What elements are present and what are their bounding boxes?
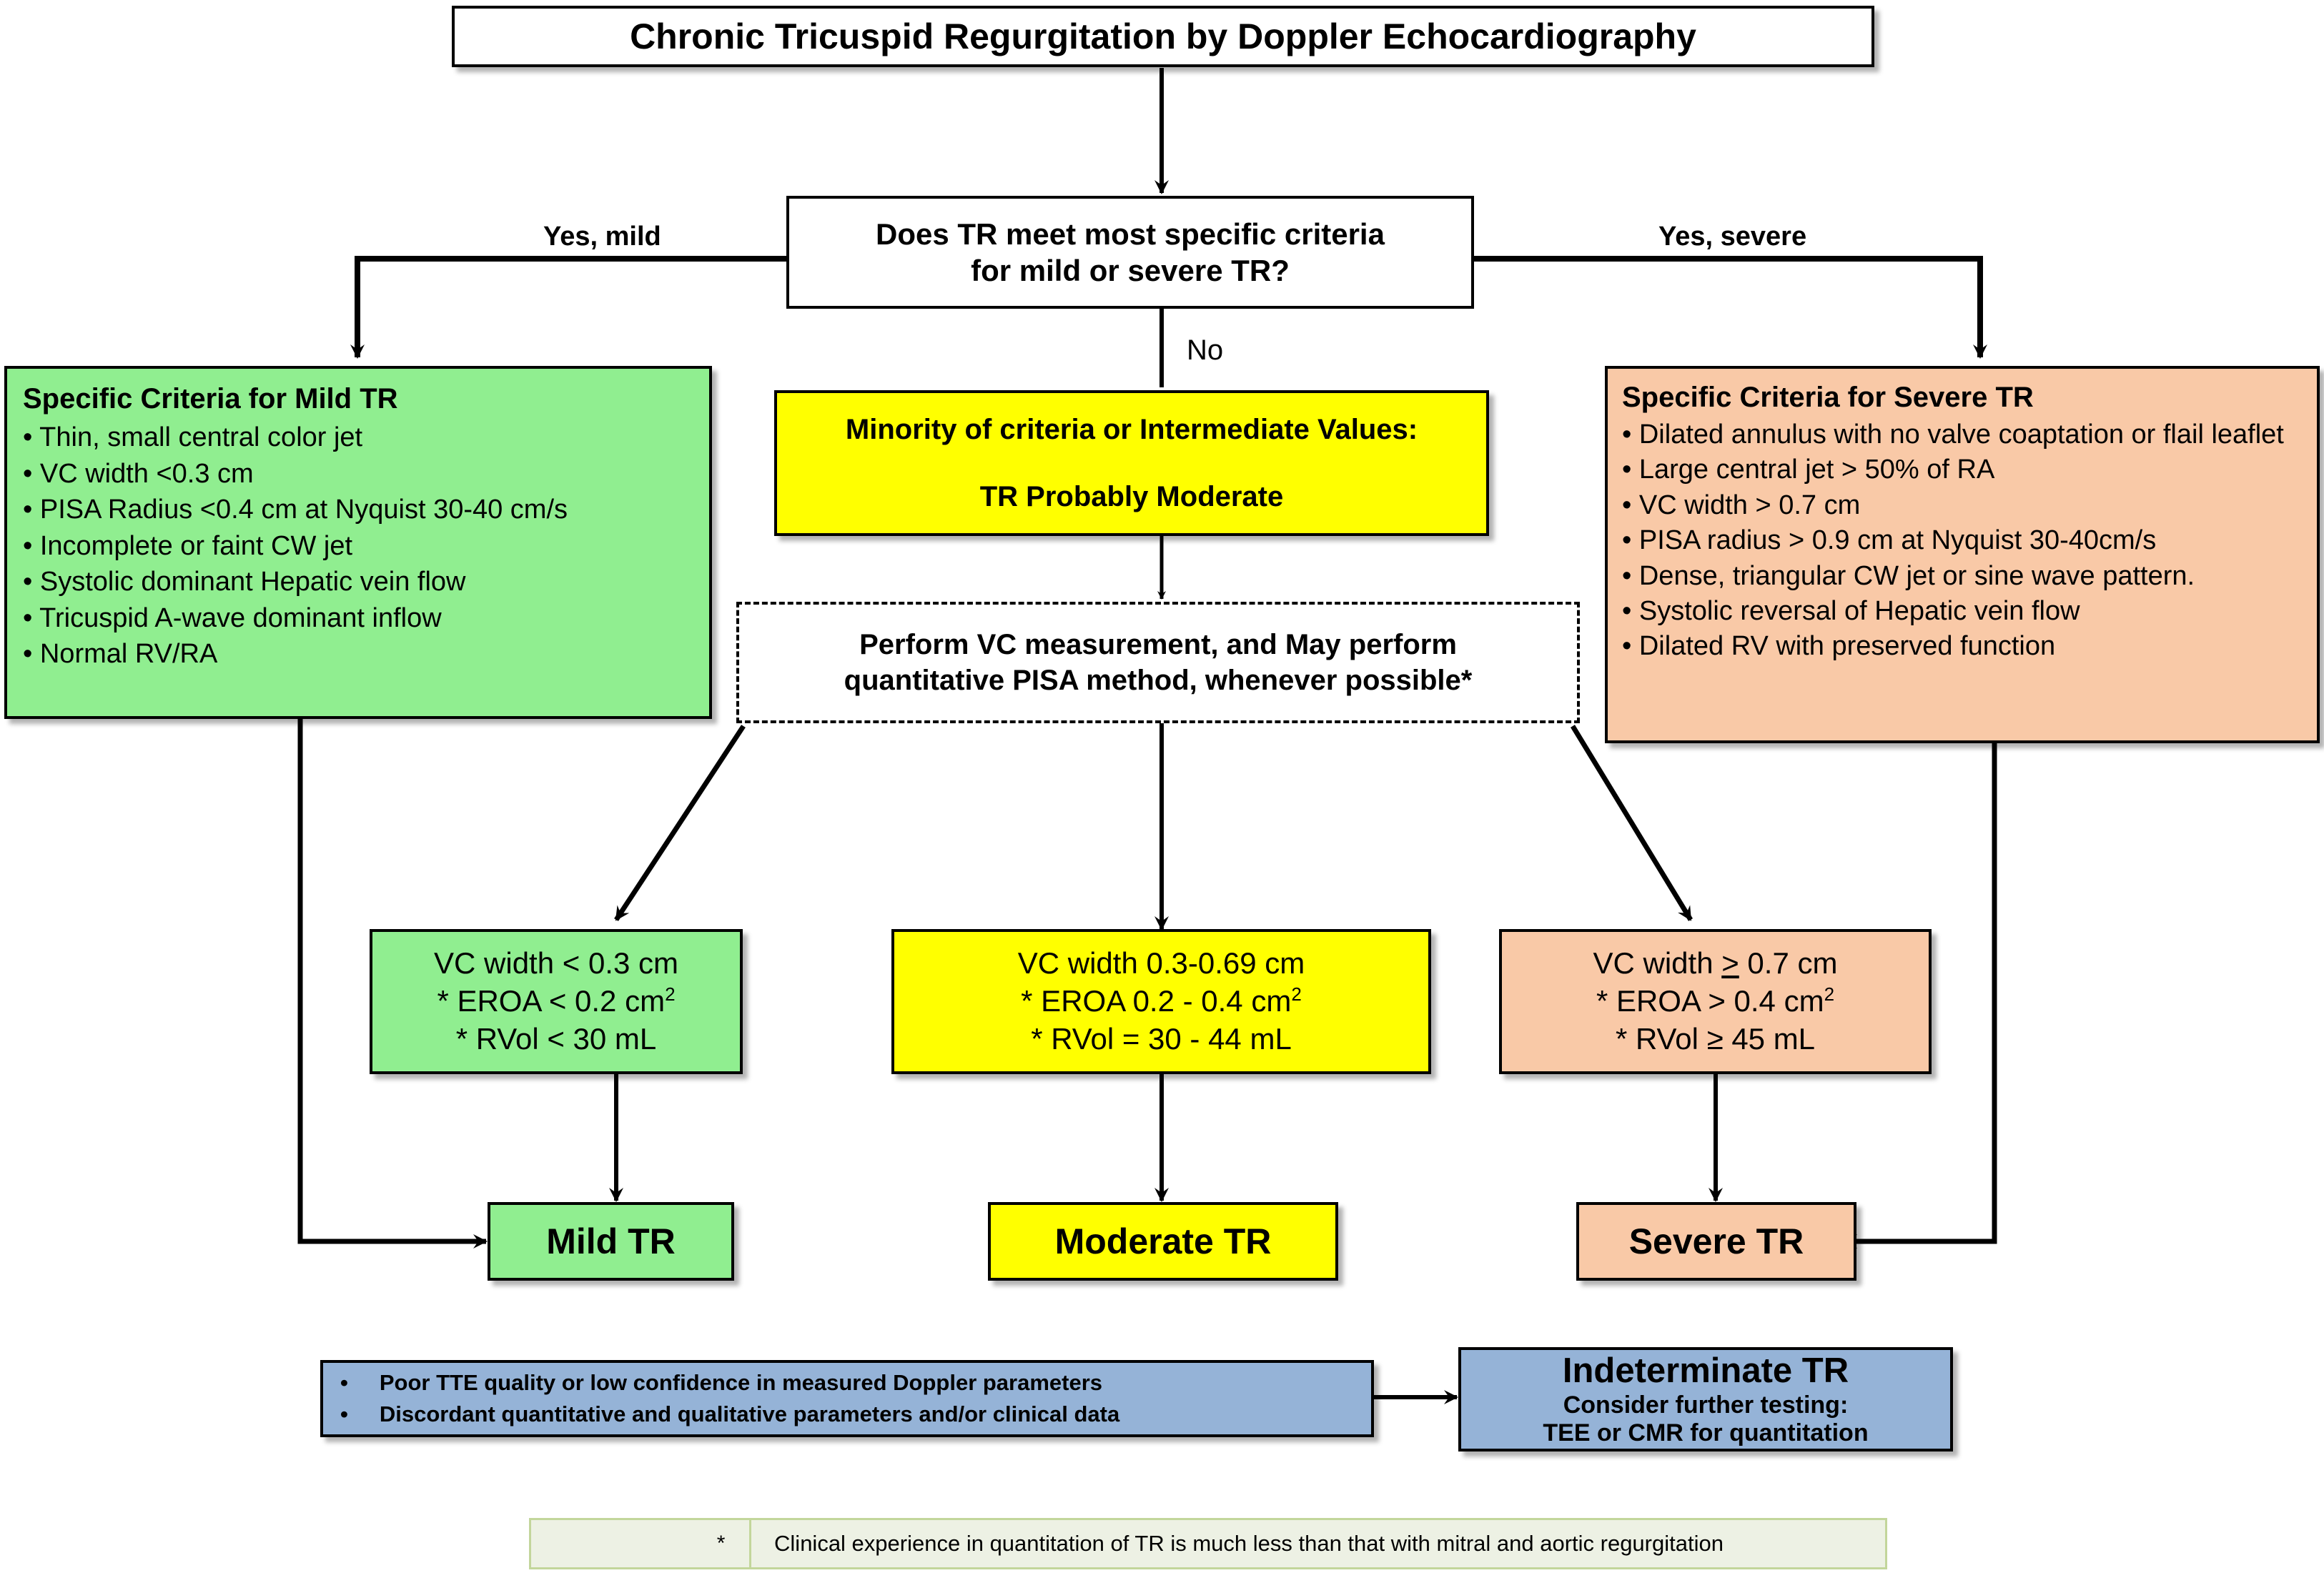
mild-criteria-box: Specific Criteria for Mild TR • Thin, sm… (4, 366, 712, 719)
list-item: • Dense, triangular CW jet or sine wave … (1622, 560, 2195, 591)
indeterminate-title: Indeterminate TR (1562, 1351, 1849, 1391)
severe-criteria-box: Specific Criteria for Severe TR • Dilate… (1605, 366, 2320, 743)
branch-label-yes-mild: Yes, mild (543, 222, 661, 252)
perform-line-2: quantitative PISA method, whenever possi… (844, 665, 1473, 696)
list-item: • VC width <0.3 cm (23, 458, 254, 489)
outcome-mild-label: Mild TR (546, 1221, 676, 1261)
measure-mild-line-2: * EROA < 0.2 cm2 (437, 983, 676, 1018)
list-item: • PISA radius > 0.9 cm at Nyquist 30-40c… (1622, 525, 2157, 556)
measure-mild-line-3: * RVol < 30 mL (455, 1021, 657, 1056)
outcome-severe-label: Severe TR (1628, 1221, 1804, 1261)
list-item: • Dilated RV with preserved function (1622, 631, 2056, 662)
decision-line-2: for mild or severe TR? (971, 254, 1290, 287)
measure-mild-line-1: VC width < 0.3 cm (434, 946, 678, 981)
list-item: • Discordant quantitative and qualitativ… (340, 1399, 1119, 1430)
outcome-mild-box: Mild TR (488, 1202, 734, 1281)
diagram-title-box: Chronic Tricuspid Regurgitation by Doppl… (452, 6, 1874, 67)
indeterminate-line-2: Consider further testing: (1563, 1391, 1849, 1419)
measure-moderate-line-1: VC width 0.3-0.69 cm (1017, 946, 1305, 981)
list-item: • Poor TTE quality or low confidence in … (340, 1367, 1102, 1399)
footnote-marker: * (693, 1520, 752, 1567)
intermediate-values-box: Minority of criteria or Intermediate Val… (774, 390, 1489, 536)
list-item: • Dilated annulus with no valve coaptati… (1622, 420, 2284, 450)
severe-criteria-heading: Specific Criteria for Severe TR (1622, 382, 2034, 413)
measure-severe-line-2: * EROA > 0.4 cm2 (1596, 983, 1835, 1018)
measure-severe-line-1: VC width > 0.7 cm (1593, 946, 1838, 981)
footnote-text: Clinical experience in quantitation of T… (774, 1531, 1724, 1556)
measure-severe-line-3: * RVol ≥ 45 mL (1615, 1021, 1816, 1056)
decision-line-1: Does TR meet most specific criteria (876, 217, 1385, 251)
bullet-icon: • (340, 1369, 348, 1395)
list-item: • Normal RV/RA (23, 639, 218, 670)
perform-line-1: Perform VC measurement, and May perform (859, 629, 1457, 660)
mild-criteria-heading: Specific Criteria for Mild TR (23, 383, 398, 415)
severe-criteria-list: • Dilated annulus with no valve coaptati… (1622, 417, 2284, 665)
list-item: • VC width > 0.7 cm (1622, 490, 1861, 520)
branch-label-yes-severe: Yes, severe (1658, 222, 1807, 252)
indeterminate-tr-box: Indeterminate TR Consider further testin… (1458, 1347, 1953, 1451)
list-item: • Thin, small central color jet (23, 422, 363, 453)
mild-criteria-list: • Thin, small central color jet • VC wid… (23, 420, 568, 673)
footnote-box: * Clinical experience in quantitation of… (529, 1518, 1887, 1569)
perform-measurement-box: Perform VC measurement, and May perform … (736, 602, 1580, 723)
measure-severe-box: VC width > 0.7 cm * EROA > 0.4 cm2 * RVo… (1499, 929, 1932, 1074)
measure-mild-box: VC width < 0.3 cm * EROA < 0.2 cm2 * RVo… (370, 929, 743, 1074)
decision-box: Does TR meet most specific criteria for … (786, 196, 1474, 309)
indeterminate-line-3: TEE or CMR for quantitation (1543, 1419, 1869, 1447)
list-item: • PISA Radius <0.4 cm at Nyquist 30-40 c… (23, 495, 568, 525)
measure-moderate-line-2: * EROA 0.2 - 0.4 cm2 (1021, 983, 1302, 1018)
list-item: • Systolic dominant Hepatic vein flow (23, 567, 466, 597)
indeterminate-reasons-box: • Poor TTE quality or low confidence in … (320, 1360, 1374, 1437)
measure-moderate-line-3: * RVol = 30 - 44 mL (1031, 1021, 1292, 1056)
intermediate-line-1: Minority of criteria or Intermediate Val… (845, 414, 1418, 445)
list-item: • Large central jet > 50% of RA (1622, 455, 1995, 485)
bullet-icon: • (340, 1401, 348, 1426)
outcome-moderate-label: Moderate TR (1054, 1221, 1272, 1261)
measure-moderate-box: VC width 0.3-0.69 cm * EROA 0.2 - 0.4 cm… (891, 929, 1431, 1074)
branch-label-no: No (1187, 334, 1224, 366)
intermediate-line-2: TR Probably Moderate (979, 481, 1284, 512)
list-item: • Tricuspid A-wave dominant inflow (23, 602, 442, 633)
list-item: • Incomplete or faint CW jet (23, 530, 353, 561)
outcome-moderate-box: Moderate TR (988, 1202, 1338, 1281)
list-item: • Systolic reversal of Hepatic vein flow (1622, 595, 2080, 626)
outcome-severe-box: Severe TR (1576, 1202, 1856, 1281)
page-title: Chronic Tricuspid Regurgitation by Doppl… (630, 16, 1696, 56)
